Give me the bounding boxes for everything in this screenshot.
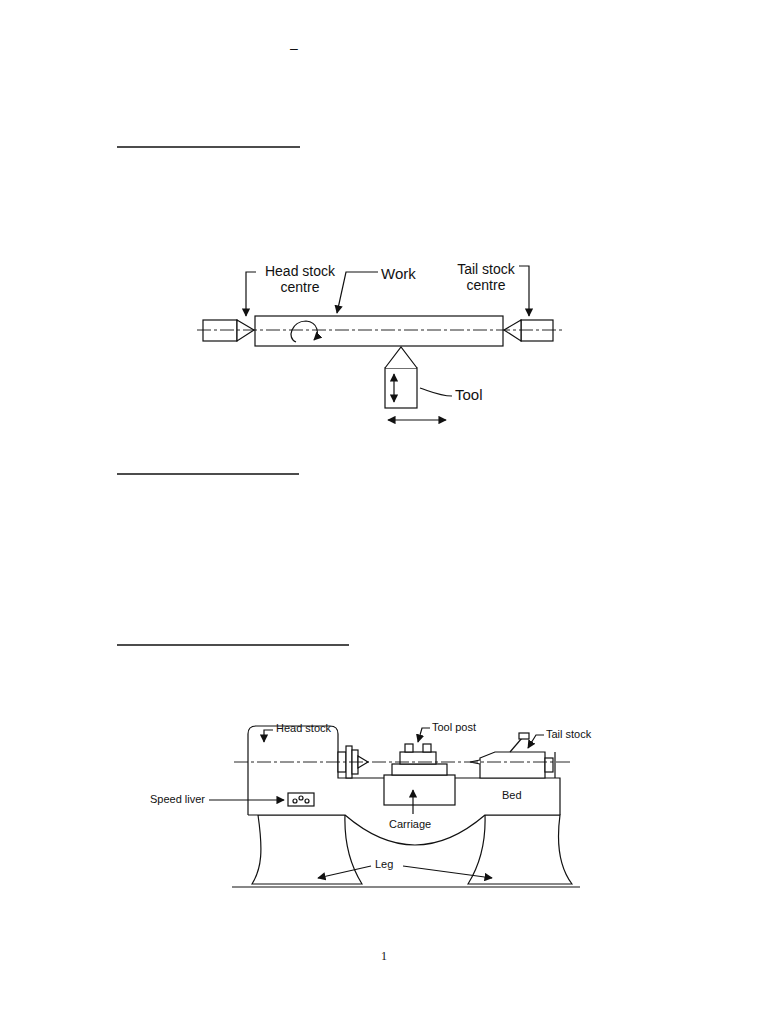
part-label: Work (381, 265, 416, 282)
part-label: Tool (455, 386, 483, 403)
stray-mark: – (290, 40, 298, 56)
part-label: Tail stock centre (449, 261, 523, 293)
part-label: Tool post (432, 721, 476, 734)
part-label: Head stock (276, 722, 331, 735)
heading-underlines (117, 147, 349, 645)
turning-figure (197, 266, 565, 420)
part-label: Speed liver (150, 793, 205, 806)
part-label: Bed (502, 789, 522, 802)
page-number: 1 (381, 950, 387, 964)
lathe-machine (209, 726, 580, 887)
part-label: Carriage (389, 818, 431, 831)
part-label: Tail stock (546, 728, 591, 741)
part-label: Leg (375, 858, 393, 871)
part-label: Head stock centre (254, 263, 346, 295)
